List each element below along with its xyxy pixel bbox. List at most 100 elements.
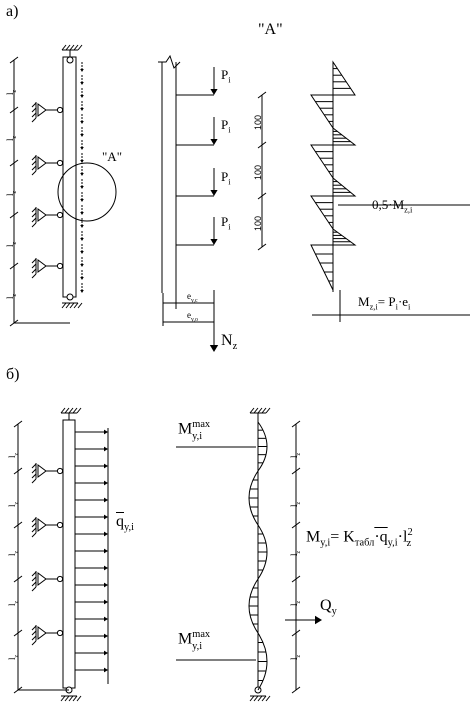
span-dim-a-tick-3 bbox=[9, 211, 19, 219]
side-support-a2-hatch bbox=[31, 165, 37, 171]
span-dim-b-left-tick-2 bbox=[13, 521, 23, 529]
top-support-b-hatch bbox=[68, 407, 74, 414]
column-load-arrowhead bbox=[80, 147, 84, 150]
bottom-support-b-hatch bbox=[72, 695, 78, 702]
span-label-a3: lz bbox=[5, 190, 18, 196]
detail-break-top bbox=[158, 54, 181, 69]
span-label-b10: lz bbox=[289, 654, 302, 660]
detail-a-title: "A" bbox=[258, 21, 283, 38]
side-support-b1-hinge bbox=[56, 467, 64, 475]
load-arrowhead bbox=[104, 531, 108, 537]
column-load-arrowhead bbox=[80, 264, 84, 267]
span-dim-b-right-tick-2 bbox=[291, 521, 301, 529]
side-support-b3-hatch bbox=[31, 586, 37, 592]
spacing-dim-tick-0 bbox=[257, 91, 267, 99]
side-support-a4-hatch bbox=[31, 258, 37, 264]
force-arrowhead-2 bbox=[210, 139, 218, 145]
column-load-arrowhead bbox=[80, 134, 84, 137]
column-load-arrowhead bbox=[80, 160, 84, 163]
spacing-dim-tick-3 bbox=[257, 243, 267, 251]
moment-formula-b: My,i= Kтабл·qy,i·l2z bbox=[306, 527, 413, 549]
load-arrowhead bbox=[104, 599, 108, 605]
side-support-b3-hatch bbox=[31, 571, 37, 577]
top-support-s-hatch bbox=[265, 407, 271, 414]
spacing-label-2: 100 bbox=[253, 164, 263, 180]
load-arrowhead bbox=[104, 480, 108, 486]
side-support-b4-hatch bbox=[31, 635, 37, 641]
force-arrowhead-1 bbox=[210, 89, 218, 95]
span-label-a5: lz bbox=[5, 293, 18, 299]
load-arrowhead bbox=[104, 463, 108, 469]
spacing-dim-tick-1 bbox=[257, 141, 267, 149]
span-label-b2: lz bbox=[7, 501, 20, 507]
side-support-a1-triangle bbox=[37, 103, 47, 117]
side-support-a1-hatch bbox=[31, 107, 37, 113]
span-label-b8: lz bbox=[289, 550, 302, 556]
column-load-arrowhead bbox=[80, 212, 84, 215]
side-support-a3-hatch bbox=[31, 212, 37, 218]
part-a-drawing bbox=[9, 44, 470, 352]
column-load-arrowhead bbox=[80, 173, 84, 176]
bottom-support-a-hatch bbox=[61, 302, 67, 309]
side-support-b4-hatch bbox=[31, 630, 37, 636]
force-label-1: Pi bbox=[221, 67, 231, 85]
load-arrowhead bbox=[104, 497, 108, 503]
span-label-b6: lz bbox=[289, 452, 302, 458]
side-support-b1-hatch bbox=[31, 463, 37, 469]
side-support-b4-hatch bbox=[31, 625, 37, 631]
spacing-label-1: 100 bbox=[253, 114, 263, 130]
bottom-support-b-hatch bbox=[76, 695, 82, 702]
side-support-a2-hatch bbox=[31, 160, 37, 166]
bottom-support-s-hatch bbox=[249, 695, 255, 702]
span-dim-b-right-tick-5 bbox=[291, 686, 301, 694]
top-support-b-hatch bbox=[64, 407, 70, 414]
load-arrowhead bbox=[104, 548, 108, 554]
bottom-support-b-hatch bbox=[68, 695, 74, 702]
span-dim-b-left-tick-1 bbox=[13, 467, 23, 475]
span-dim-b-right-tick-1 bbox=[291, 467, 301, 475]
side-support-a2-hatch bbox=[31, 155, 37, 161]
column-b bbox=[62, 419, 76, 689]
side-support-b1-triangle bbox=[37, 464, 47, 478]
side-support-b2-hatch bbox=[31, 532, 37, 538]
moment-lobe-7 bbox=[332, 228, 357, 246]
moment-lobe-5 bbox=[332, 176, 357, 197]
top-support-s-hatch bbox=[249, 407, 255, 414]
side-support-b1-hatch bbox=[31, 468, 37, 474]
load-arrowhead bbox=[104, 582, 108, 588]
top-support-s-hatch bbox=[261, 407, 267, 414]
axial-force-arrowhead bbox=[209, 345, 219, 352]
half-moment-label: 0,5·Mz,i bbox=[372, 197, 413, 215]
top-support-a-hatch bbox=[65, 44, 71, 51]
span-label-b3: lz bbox=[7, 550, 20, 556]
max-moment-top-label: Mmaxy,i bbox=[178, 419, 211, 443]
span-label-b1: lz bbox=[7, 452, 20, 458]
side-support-b2-hatch bbox=[31, 527, 37, 533]
span-label-a4: lz bbox=[5, 241, 18, 247]
top-hinge-a bbox=[66, 56, 74, 64]
side-support-b4-triangle bbox=[37, 626, 47, 640]
span-dim-a-tick-2 bbox=[9, 159, 19, 167]
bottom-support-b-hatch bbox=[60, 695, 66, 702]
column-load-arrowhead bbox=[80, 186, 84, 189]
ecc-o-label: ey,o bbox=[187, 310, 198, 323]
part-a-label: а) bbox=[6, 3, 19, 20]
side-support-b3-triangle bbox=[37, 572, 47, 586]
bottom-support-a-hatch bbox=[69, 302, 75, 309]
bottom-support-a-hatch bbox=[77, 302, 83, 309]
force-label-4: Pi bbox=[221, 214, 231, 232]
load-arrowhead bbox=[104, 429, 108, 435]
column-a bbox=[62, 56, 77, 298]
span-label-b9: lz bbox=[289, 600, 302, 606]
load-arrowhead bbox=[104, 565, 108, 571]
bottom-support-s-hatch bbox=[261, 695, 267, 702]
moment-lobe-1 bbox=[332, 60, 356, 96]
side-support-a2-triangle bbox=[37, 156, 47, 170]
top-support-a-hatch bbox=[77, 44, 83, 51]
top-support-b-hatch bbox=[60, 407, 66, 414]
load-arrowhead bbox=[104, 616, 108, 622]
column-load-arrowhead bbox=[80, 225, 84, 228]
column-load-arrowhead bbox=[80, 290, 84, 293]
span-dim-a-tick-4 bbox=[9, 262, 19, 270]
